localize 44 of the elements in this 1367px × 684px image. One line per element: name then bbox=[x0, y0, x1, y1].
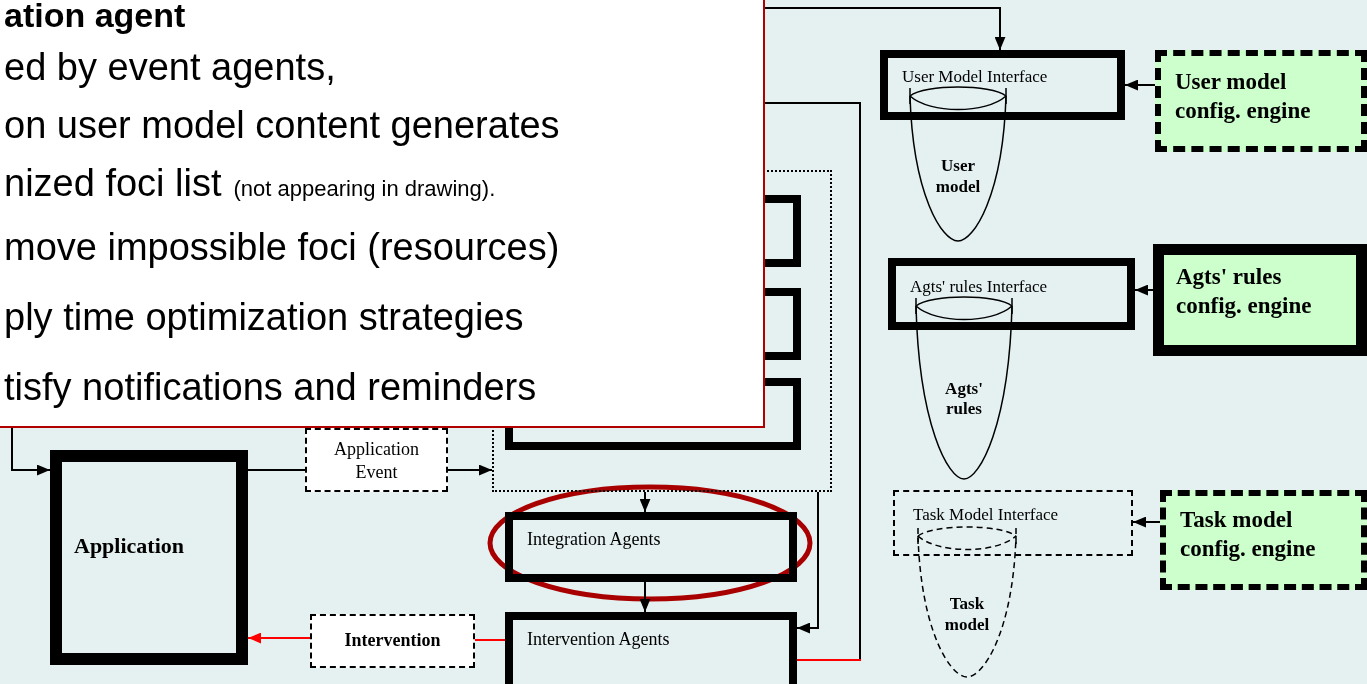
cone-label: User model bbox=[934, 156, 982, 197]
connector-arrow bbox=[764, 7, 1006, 51]
box-label: Agts' rules Interface bbox=[910, 276, 1049, 298]
box-label: User model config. engine bbox=[1175, 68, 1312, 125]
config-engine-box bbox=[1155, 50, 1367, 152]
config-engine-box bbox=[1160, 490, 1367, 590]
callout-tooltip bbox=[0, 0, 765, 428]
box-label: User Model Interface bbox=[902, 66, 1049, 88]
connector-arrow bbox=[11, 427, 51, 476]
application-box bbox=[50, 450, 248, 665]
agent-box bbox=[505, 612, 797, 684]
intervention-box bbox=[310, 614, 475, 668]
connector-arrow bbox=[447, 464, 493, 476]
interface-box bbox=[888, 258, 1135, 330]
box-label: Integration Agents bbox=[527, 528, 662, 551]
bullet-text: nized foci list bbox=[4, 162, 222, 206]
box-label: Task model config. engine bbox=[1180, 506, 1317, 563]
agent-box bbox=[505, 512, 797, 582]
bullet-text: ply time optimization strategies bbox=[4, 296, 524, 340]
box-label: Task Model Interface bbox=[913, 504, 1060, 526]
event-box bbox=[305, 428, 448, 492]
connector-arrow bbox=[796, 491, 819, 634]
box-label: Intervention Agents bbox=[527, 628, 671, 651]
interface-box bbox=[893, 490, 1133, 556]
box-label: Agts' rules config. engine bbox=[1176, 263, 1313, 320]
connector-arrow bbox=[1134, 284, 1154, 296]
cone-label: Agts' rules bbox=[944, 378, 984, 420]
config-engine-box bbox=[1153, 244, 1367, 356]
interface-box bbox=[880, 50, 1125, 120]
connector-arrow bbox=[1132, 516, 1161, 528]
bullet-text: tisfy notifications and reminders bbox=[4, 366, 537, 410]
box-label: Intervention bbox=[343, 629, 442, 652]
note-text: (not appearing in drawing). bbox=[233, 176, 496, 202]
cone-label: Task model bbox=[943, 594, 991, 636]
connector-arrow bbox=[1124, 79, 1156, 91]
connector-arrow bbox=[639, 491, 651, 513]
connector-arrow bbox=[247, 632, 311, 644]
bullet-text: on user model content generates bbox=[4, 104, 560, 148]
box-label: Application bbox=[74, 532, 186, 560]
callout-title: ation agent bbox=[4, 0, 186, 36]
box-label: Application Event bbox=[333, 438, 420, 483]
bullet-text: ed by event agents, bbox=[4, 46, 336, 90]
bullet-text: move impossible foci (resources) bbox=[4, 226, 560, 270]
connector-arrow bbox=[639, 581, 651, 613]
